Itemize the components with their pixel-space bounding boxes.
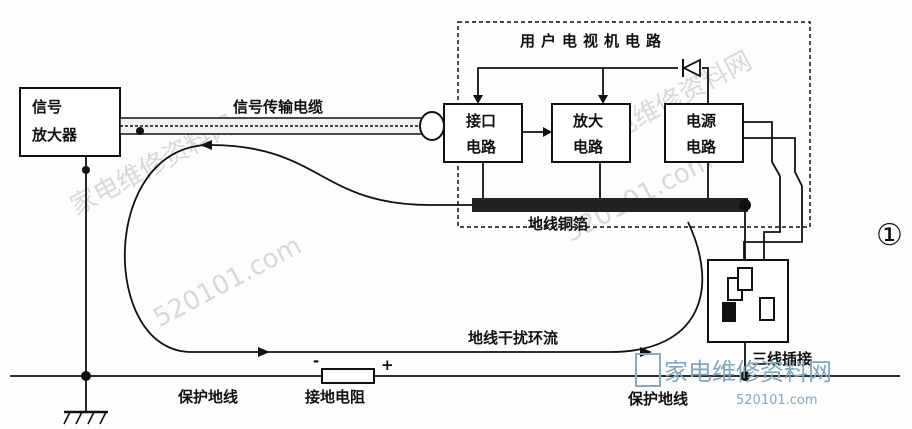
power-lead-1	[743, 121, 773, 162]
plug-lead-2	[743, 186, 803, 270]
resistor-plus-sign: +	[381, 356, 394, 374]
earth-hatch-3	[87, 411, 95, 425]
earth-hatch-4	[99, 411, 107, 425]
protect-ground-right-label: 保护地线	[627, 390, 688, 408]
feedback-to-interface-arrow	[473, 95, 483, 104]
logo-mark	[635, 353, 661, 387]
loop-arrow-left	[200, 140, 212, 150]
ground-copper-label: 地线铜箔	[528, 215, 588, 233]
power-circuit-box	[664, 103, 744, 163]
logo-text: 家电维修资料网	[664, 358, 832, 386]
interface-label-line2: 电路	[466, 138, 497, 156]
diode-icon	[681, 58, 701, 78]
feedback-bus-wire	[477, 67, 678, 100]
power-lead-2	[743, 137, 796, 172]
cable-shield-dot	[136, 127, 144, 135]
earth-hatch-1	[63, 411, 71, 425]
socket-earth-dot	[740, 371, 750, 381]
figure-number: ①	[876, 218, 903, 253]
resistor-minus-sign: -	[313, 352, 319, 370]
signal-amplifier-box	[19, 87, 121, 157]
power-label-line1: 电源	[686, 112, 716, 130]
socket-pin-3	[759, 297, 775, 321]
socket-pin-2	[737, 267, 753, 291]
amp-label-line1: 放大	[572, 112, 603, 130]
amplifier-ground-node	[82, 166, 90, 174]
amplifier-label-line1: 信号	[32, 98, 62, 116]
plug-lead-1	[763, 176, 781, 285]
three-wire-plug-label: 三线插接	[752, 350, 812, 368]
tv-circuit-title: 用户电视机电路	[520, 32, 667, 50]
power-feedback-wire	[702, 67, 709, 104]
coax-connector	[419, 111, 445, 141]
amplifier-label-line2: 放大器	[31, 126, 78, 144]
ground-resistor	[321, 368, 375, 384]
interface-label-line1: 接口	[466, 112, 496, 130]
switch-2	[794, 171, 803, 187]
switch-1	[771, 161, 781, 177]
ground-loop-path	[123, 144, 704, 353]
logo-url: 520101.com	[736, 393, 818, 408]
ground-resistor-label: 接地电阻	[305, 388, 365, 406]
power-label-line2: 电路	[686, 138, 717, 156]
loop-current-label: 地线干扰环流	[468, 329, 558, 347]
ground-copper-bar	[472, 198, 748, 212]
amplifier-circuit-box	[551, 103, 631, 163]
earth-junction-dot	[81, 371, 91, 381]
socket-hole-1	[722, 302, 736, 322]
loop-arrow-bottom	[258, 347, 270, 357]
earth-hatch-2	[75, 411, 83, 425]
signal-cable-label: 信号传输电缆	[233, 98, 323, 116]
watermark-text-2: 520101.com	[148, 231, 306, 334]
interface-to-amp-arrow	[543, 127, 552, 137]
feedback-to-amp-arrow	[598, 95, 608, 104]
ground-junction-dot	[739, 199, 751, 211]
amp-label-line2: 电路	[573, 138, 604, 156]
protect-ground-left-label: 保护地线	[177, 388, 238, 406]
